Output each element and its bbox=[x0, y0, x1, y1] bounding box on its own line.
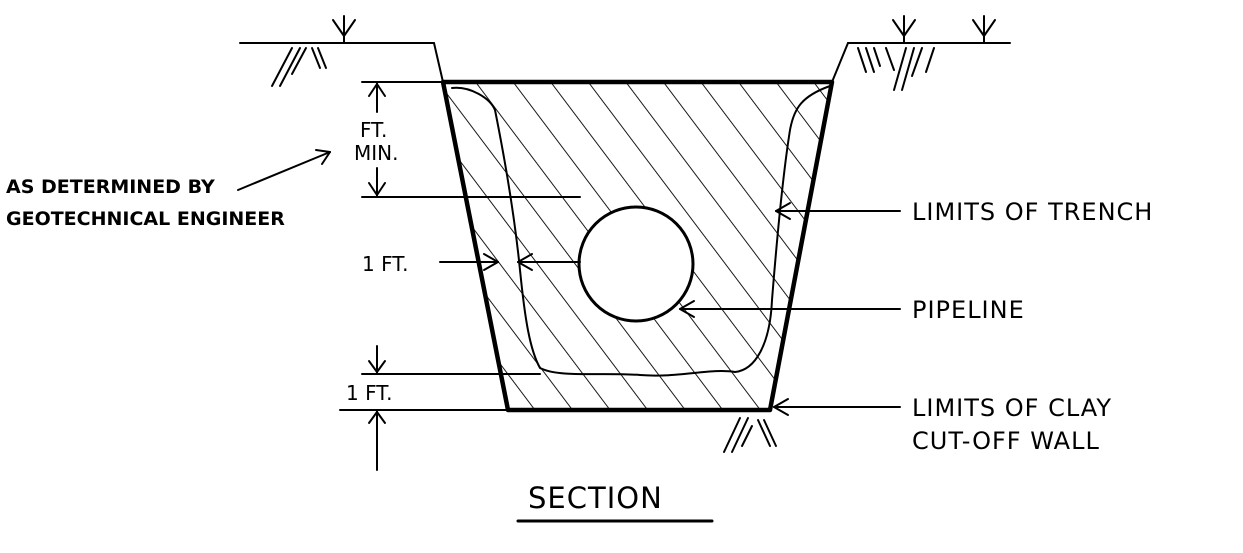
clay-wall-callout-leader bbox=[773, 398, 901, 416]
soil-symbol-left bbox=[271, 47, 327, 87]
side-dimension bbox=[439, 253, 581, 271]
pipeline-label: PIPELINE bbox=[912, 296, 1025, 324]
one-ft-bottom-label: 1 FT. bbox=[346, 381, 392, 405]
soil-symbol-right bbox=[857, 47, 935, 91]
soil-symbol-bottom bbox=[723, 417, 777, 453]
ground-level-symbol-left bbox=[332, 15, 356, 44]
ground-surface-left bbox=[239, 42, 444, 83]
clay-wall-label-line1: LIMITS OF CLAY bbox=[912, 394, 1112, 422]
trench-limit-curve bbox=[451, 85, 831, 377]
geotech-note-line2: GEOTECHNICAL ENGINEER bbox=[6, 208, 285, 230]
pipeline-circle bbox=[577, 205, 695, 323]
ground-level-symbol-right-2 bbox=[972, 15, 996, 44]
geotech-leader-arrow bbox=[237, 149, 331, 191]
limits-of-trench-label: LIMITS OF TRENCH bbox=[912, 198, 1153, 226]
section-title: SECTION bbox=[528, 481, 663, 515]
cover-dimension bbox=[361, 81, 581, 198]
one-ft-side-label: 1 FT. bbox=[362, 252, 408, 276]
ground-level-symbol-right-1 bbox=[892, 15, 916, 44]
trench-callout-leader bbox=[775, 202, 901, 220]
clay-wall-label-line2: CUT-OFF WALL bbox=[912, 427, 1100, 455]
geotech-note-line1: AS DETERMINED BY bbox=[6, 176, 215, 198]
bottom-dimension bbox=[339, 345, 541, 471]
ft-min-label-line1: FT. bbox=[360, 118, 387, 142]
clay-cutoff-wall-outline bbox=[440, 79, 835, 413]
pipeline-callout-leader bbox=[679, 300, 901, 318]
ft-min-label-line2: MIN. bbox=[354, 141, 398, 165]
